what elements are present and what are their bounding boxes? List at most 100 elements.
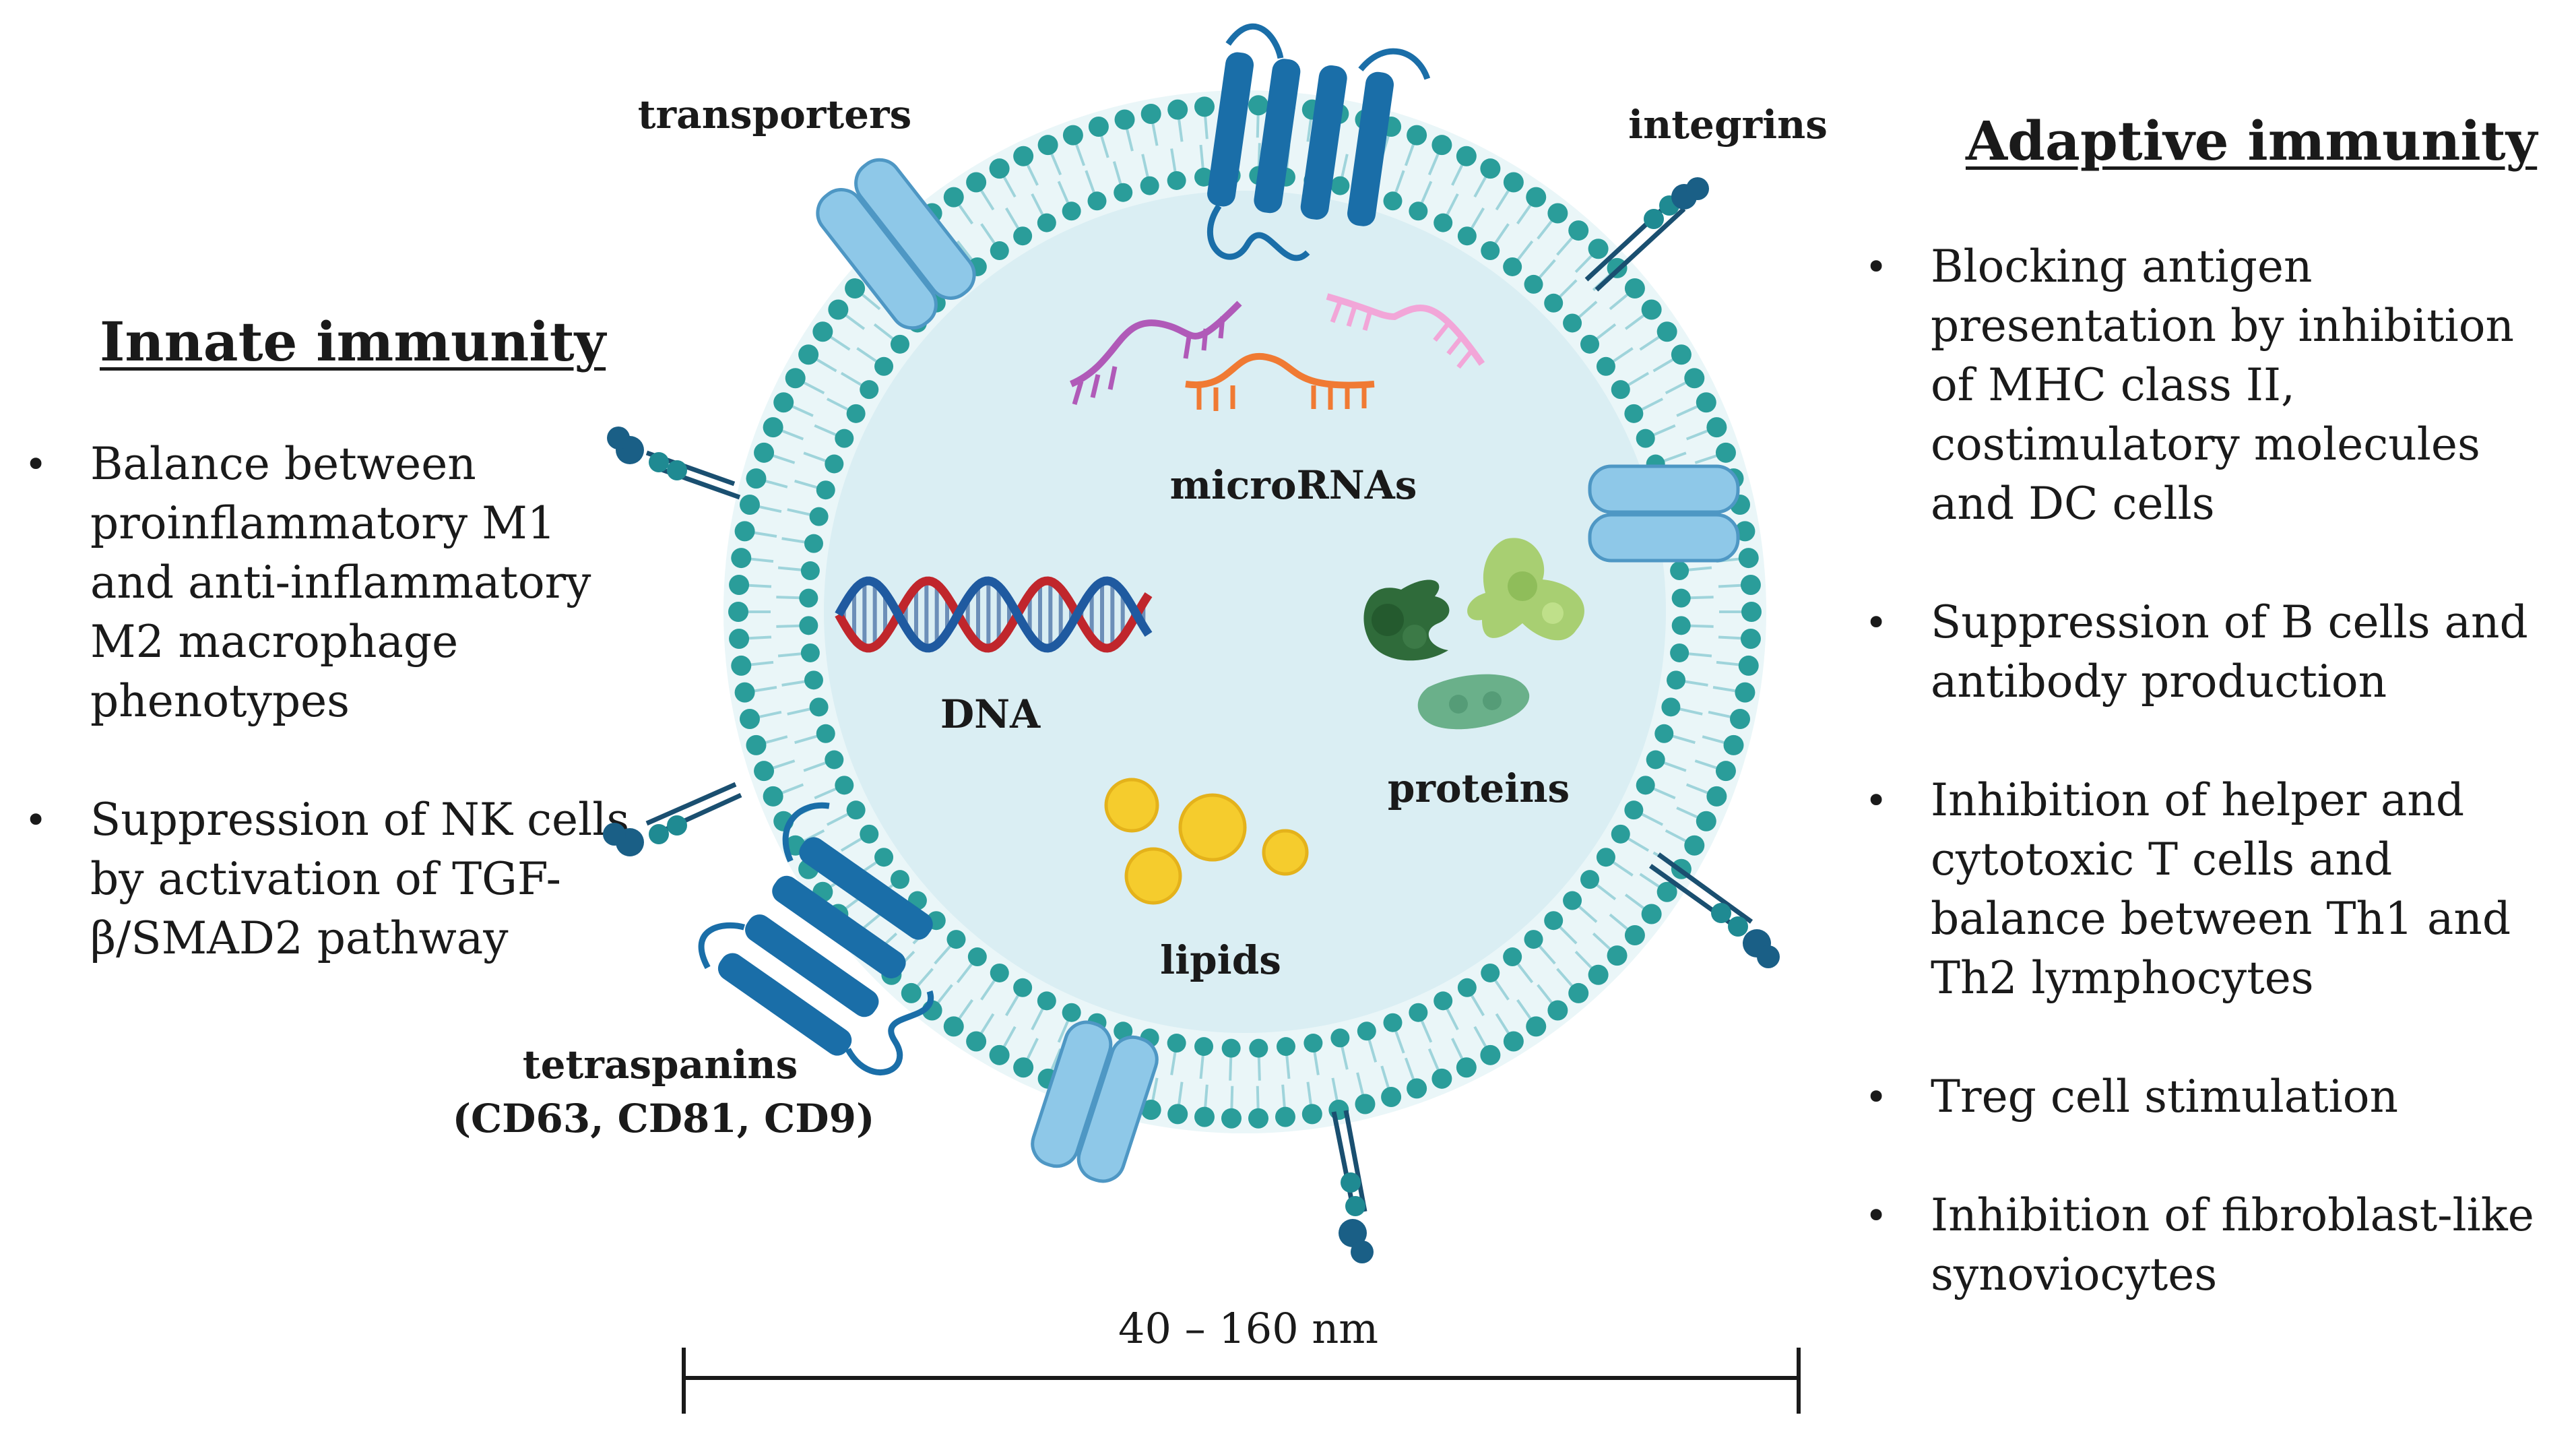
adaptive-item: Suppression of B cells and antibody prod… xyxy=(1865,593,2565,712)
lipid-head xyxy=(1607,945,1628,966)
microrna-orange xyxy=(1185,352,1375,411)
lipid-head xyxy=(1654,724,1674,743)
lipid-head xyxy=(739,495,760,515)
lipid-head xyxy=(1062,125,1083,146)
lipid-head xyxy=(763,417,783,438)
lipid-head xyxy=(729,629,750,650)
lipid-head xyxy=(1249,1038,1268,1058)
innate-item: Suppression of NK cells by activation of… xyxy=(24,790,631,968)
lipid-head xyxy=(966,1031,987,1052)
tetraspanin-protein xyxy=(1207,23,1431,261)
lipid-head xyxy=(943,187,964,208)
lipid-head xyxy=(846,800,866,820)
lipid-head xyxy=(1526,187,1547,208)
lipid-head xyxy=(1407,1078,1427,1099)
adaptive-item: Blocking antigen presentation by inhibit… xyxy=(1865,237,2565,534)
transporter-protein xyxy=(816,158,976,330)
lipid-head xyxy=(1167,99,1188,120)
adaptive-immunity-heading: Adaptive immunity xyxy=(1966,109,2538,172)
lipid-head xyxy=(1730,708,1751,729)
lipid-head xyxy=(846,404,866,423)
lipid-head xyxy=(835,429,854,448)
lipid-head xyxy=(828,299,849,320)
lipid-head xyxy=(1723,734,1744,755)
lipid-head xyxy=(746,734,767,755)
adaptive-immunity-list: Blocking antigen presentation by inhibit… xyxy=(1865,237,2565,1364)
lipid-droplet xyxy=(1124,847,1182,905)
lipid-head xyxy=(1248,95,1269,116)
lipid-head xyxy=(1330,1028,1350,1048)
lipid-head xyxy=(1167,170,1186,190)
lipid-head xyxy=(1596,356,1615,376)
lipid-head xyxy=(1248,1108,1269,1129)
lipid-head xyxy=(804,534,823,553)
lipid-head xyxy=(1741,602,1762,622)
lipid-head xyxy=(1221,1038,1241,1058)
lipid-head xyxy=(1013,146,1034,166)
lipid-head xyxy=(825,454,844,474)
lipid-head xyxy=(1671,344,1692,365)
lipid-head xyxy=(1276,1037,1295,1057)
lipid-head xyxy=(860,380,879,400)
lipid-head xyxy=(1661,697,1681,717)
lipid-head xyxy=(1544,911,1564,931)
lipid-head xyxy=(1409,1003,1428,1022)
lipid-head xyxy=(1434,213,1453,232)
lipid-head xyxy=(1087,191,1107,211)
lipid-head xyxy=(1431,1068,1452,1089)
lipid-head xyxy=(754,442,775,463)
lipid-head xyxy=(1580,870,1600,889)
lipid-head xyxy=(798,344,819,365)
lipid-head xyxy=(990,963,1009,982)
lipid-head xyxy=(1684,368,1705,389)
label-proteins: proteins xyxy=(1388,765,1570,811)
lipid-head xyxy=(1013,226,1033,246)
lipid-head xyxy=(1194,1037,1214,1057)
lipid-head xyxy=(1526,1016,1547,1037)
lipid-head xyxy=(1431,135,1452,156)
lipid-head xyxy=(1735,521,1756,542)
adaptive-item: Inhibition of fibroblast-like synoviocyt… xyxy=(1865,1186,2565,1304)
lipid-head xyxy=(1456,1057,1477,1078)
lipid-head xyxy=(799,588,818,608)
microrna-pink xyxy=(1326,293,1485,369)
lipid-head xyxy=(890,870,909,889)
lipid-head xyxy=(1544,293,1564,313)
lipid-head xyxy=(729,574,750,595)
lipid-head xyxy=(1524,274,1543,294)
lipid-head xyxy=(1524,930,1543,949)
label-lipids: lipids xyxy=(1160,937,1281,983)
adaptive-item: Treg cell stimulation xyxy=(1865,1067,2565,1127)
protein-light-green xyxy=(1467,538,1584,641)
lipid-head xyxy=(739,708,760,729)
lipid-head xyxy=(800,561,820,581)
lipid-head xyxy=(845,278,866,299)
lipid-head xyxy=(1646,750,1665,769)
adaptive-item: Inhibition of helper and cytotoxic T cel… xyxy=(1865,771,2565,1008)
lipid-head xyxy=(1624,800,1644,820)
lipid-head xyxy=(1740,629,1761,650)
lipid-head xyxy=(1671,588,1691,608)
lipid-head xyxy=(1580,334,1600,354)
lipid-head xyxy=(812,321,833,342)
lipid-head xyxy=(1611,824,1630,844)
lipid-head xyxy=(1381,1086,1402,1107)
lipid-droplet xyxy=(1104,778,1159,833)
lipid-head xyxy=(785,368,806,389)
label-micrornas: microRNAs xyxy=(1170,462,1417,508)
lipid-head xyxy=(1696,811,1716,831)
protein-dark-green xyxy=(1363,579,1450,661)
lipid-head xyxy=(1596,848,1615,867)
lipid-head xyxy=(1656,881,1677,902)
lipid-head xyxy=(946,930,966,949)
tetraspanin-protein xyxy=(698,802,934,1075)
lipid-head xyxy=(990,241,1009,261)
lipid-head xyxy=(1636,429,1655,448)
lipid-head xyxy=(1480,158,1501,179)
innate-immunity-list: Balance between proinflammatory M1 and a… xyxy=(24,435,631,1028)
lipid-head xyxy=(1383,1013,1403,1032)
lipid-head xyxy=(1684,835,1705,856)
lipid-head xyxy=(809,697,829,717)
